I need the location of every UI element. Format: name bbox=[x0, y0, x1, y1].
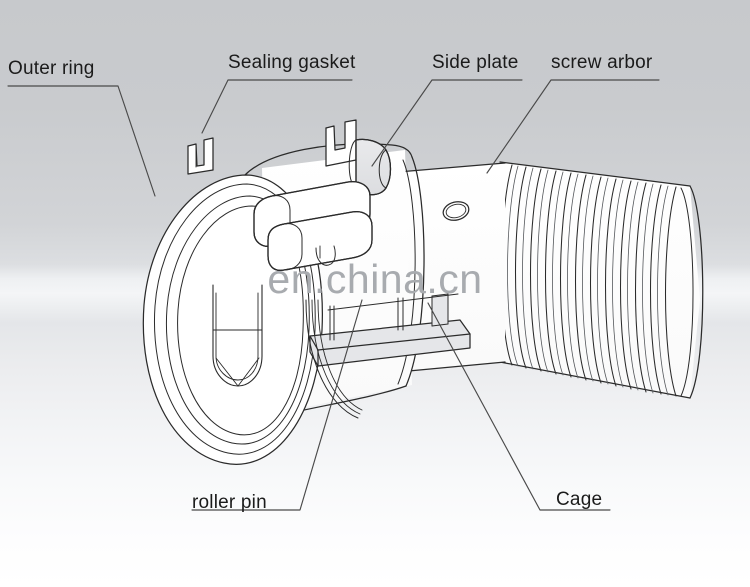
label-roller-pin: roller pin bbox=[192, 492, 267, 513]
label-screw-arbor: screw arbor bbox=[551, 52, 653, 73]
sealing-gasket-part bbox=[187, 137, 214, 175]
label-sealing-gasket: Sealing gasket bbox=[228, 52, 356, 73]
shank-plain-section bbox=[397, 162, 506, 373]
leader-cage bbox=[427, 302, 611, 511]
leader-outer-ring bbox=[7, 85, 156, 197]
label-outer-ring: Outer ring bbox=[8, 58, 95, 79]
leader-side-plate bbox=[371, 79, 523, 167]
label-side-plate: Side plate bbox=[432, 52, 519, 73]
label-cage: Cage bbox=[556, 489, 603, 510]
leader-sealing-gasket bbox=[201, 79, 353, 134]
leader-screw-arbor bbox=[486, 79, 660, 174]
screw-arbor-part bbox=[499, 161, 704, 399]
roller-pin-part bbox=[253, 180, 373, 272]
leader-roller-pin bbox=[191, 299, 363, 511]
callout-leaders bbox=[7, 79, 660, 511]
inner-sleeve-edges bbox=[305, 299, 363, 419]
oil-hole bbox=[442, 201, 470, 221]
